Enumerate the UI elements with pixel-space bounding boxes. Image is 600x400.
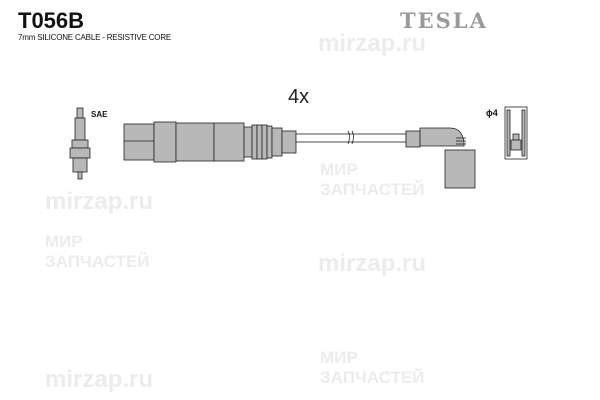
product-code: T056B: [18, 8, 85, 33]
watermark-url: mirzap.ru: [318, 250, 427, 277]
watermark-line1: МИР: [45, 232, 83, 251]
diameter-label: ϕ4: [486, 108, 498, 118]
watermark-url: mirzap.ru: [318, 30, 427, 57]
watermark-line2: ЗАПЧАСТЕЙ: [320, 368, 425, 387]
watermark-line2: ЗАПЧАСТЕЙ: [320, 180, 425, 199]
watermark-line1: МИР: [320, 348, 358, 367]
watermark-line2: ЗАПЧАСТЕЙ: [45, 252, 150, 271]
product-description: 7mm SILICONE CABLE - RESISTIVE CORE: [18, 33, 172, 42]
watermark-url: mirzap.ru: [45, 188, 154, 215]
terminal-icon: [504, 106, 528, 160]
cable-break-mark: [347, 130, 354, 145]
watermark-line1: МИР: [320, 160, 358, 179]
coil-boot-connector: [405, 127, 476, 189]
brand-logo: TESLA: [400, 8, 488, 33]
cable: [295, 130, 407, 145]
quantity-label: 4x: [288, 86, 310, 108]
sae-label: SAE: [91, 110, 108, 119]
plug-boot-connector: [123, 121, 297, 163]
watermark-url: mirzap.ru: [45, 366, 154, 393]
spark-plug-icon: [69, 107, 91, 180]
